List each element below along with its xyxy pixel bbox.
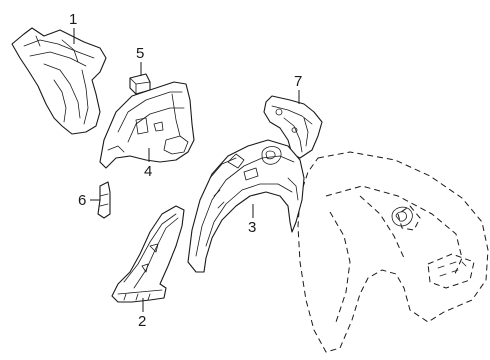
- part-4-wheelhouse-upper: [99, 81, 195, 169]
- callout-7: 7: [294, 73, 302, 90]
- part-1-upper-bracket: [11, 27, 107, 135]
- leader-lines: [73, 28, 300, 312]
- callout-4: 4: [144, 163, 152, 180]
- part-6-small-bracket: [97, 181, 111, 219]
- quarter-panel-outline: [297, 151, 489, 353]
- callout-6: 6: [78, 192, 86, 209]
- part-3-wheelhouse-panel: [187, 139, 305, 273]
- callout-3: 3: [248, 219, 256, 236]
- callout-labels: 1 2 3 4 5 6 7: [69, 11, 302, 330]
- callout-5: 5: [136, 45, 144, 62]
- part-7-rear-bracket: [263, 95, 323, 159]
- callout-2: 2: [138, 313, 146, 330]
- callout-1: 1: [69, 11, 77, 28]
- part-2-lower-extension: [111, 205, 185, 303]
